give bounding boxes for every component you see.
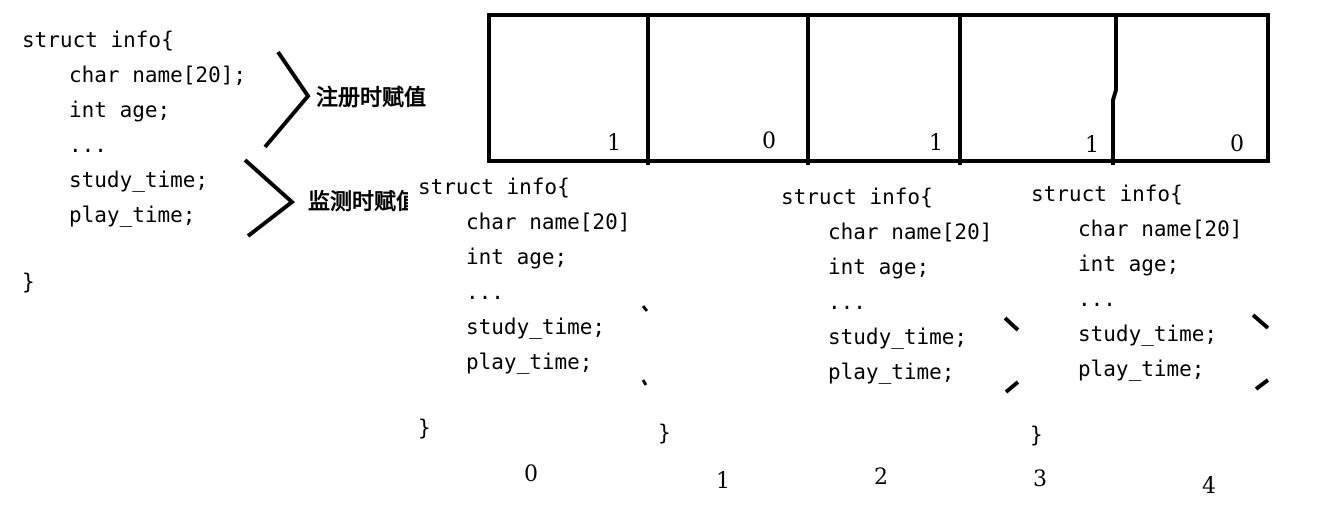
main-struct-line6: play_time; — [69, 203, 196, 227]
cell-divider-4 — [1111, 15, 1118, 165]
cell-struct-2-line5: study_time; — [828, 325, 968, 349]
main-struct-line4: ... — [69, 133, 107, 157]
edge-mark — [641, 379, 648, 386]
array-index-1: 1 — [716, 469, 730, 494]
cell-struct-3-line2: char name[20] — [1078, 217, 1243, 241]
edge-mark — [1251, 313, 1270, 330]
array-box — [487, 13, 1270, 163]
monitor-label: 监测时赋值 — [308, 190, 408, 215]
cell-struct-0-close: } — [418, 416, 431, 440]
cell-struct-2-line3: int age; — [828, 255, 930, 279]
main-struct-line3: int age; — [69, 98, 171, 122]
cell-struct-2-line1: struct info{ — [781, 185, 933, 209]
cell-flag-2: 1 — [929, 131, 943, 156]
cell-struct-3-line3: int age; — [1078, 252, 1180, 276]
main-struct-line1: struct info{ — [22, 28, 174, 52]
cell-struct-0-line6: play_time; — [466, 350, 593, 374]
cell-struct-3-line1: struct info{ — [1031, 182, 1183, 206]
cell-struct-2-line2: char name[20] — [828, 220, 993, 244]
edge-mark — [1254, 378, 1270, 391]
cell-struct-3-line6: play_time; — [1078, 357, 1205, 381]
cell-struct-2-line4: ... — [828, 290, 866, 314]
cell-struct-0-line1: struct info{ — [418, 175, 570, 199]
main-struct-close: } — [22, 270, 35, 294]
edge-mark — [641, 305, 649, 312]
edge-mark — [1004, 380, 1020, 394]
cell-struct-3-close: } — [1030, 423, 1043, 447]
cell-struct-3-line5: study_time; — [1078, 322, 1218, 346]
cell-struct-0: struct info{ char name[20] int age; ... … — [418, 170, 647, 410]
cell-struct-2: struct info{ char name[20] int age; ... … — [780, 180, 1020, 410]
monitor-label-clip: 监测时赋值 — [308, 190, 408, 220]
monitor-bracket — [243, 158, 296, 238]
register-bracket — [263, 50, 311, 149]
register-label: 注册时赋值 — [316, 86, 427, 111]
cell-struct-0-line3: int age; — [466, 245, 568, 269]
array-index-3: 3 — [1033, 467, 1047, 492]
cell-struct-3-line4: ... — [1078, 287, 1116, 311]
main-struct-line2: char name[20]; — [69, 63, 247, 87]
main-struct-line5: study_time; — [69, 168, 209, 192]
array-index-4: 4 — [1202, 474, 1216, 499]
cell-flag-4: 0 — [1230, 132, 1244, 157]
array-index-2: 2 — [874, 465, 888, 490]
cell-flag-0: 1 — [607, 131, 621, 156]
cell-flag-1: 0 — [762, 129, 776, 154]
cell-flag-3: 1 — [1085, 133, 1099, 158]
cell-struct-3: struct info{ char name[20] int age; ... … — [1030, 177, 1275, 407]
cell-struct-2-close: } — [658, 421, 671, 445]
cell-struct-2-line6: play_time; — [828, 360, 955, 384]
cell-struct-0-line5: study_time; — [466, 315, 606, 339]
cell-struct-0-line2: char name[20] — [466, 210, 631, 234]
array-index-0: 0 — [524, 462, 538, 487]
edge-mark — [1003, 316, 1020, 332]
cell-struct-0-line4: ... — [466, 280, 504, 304]
